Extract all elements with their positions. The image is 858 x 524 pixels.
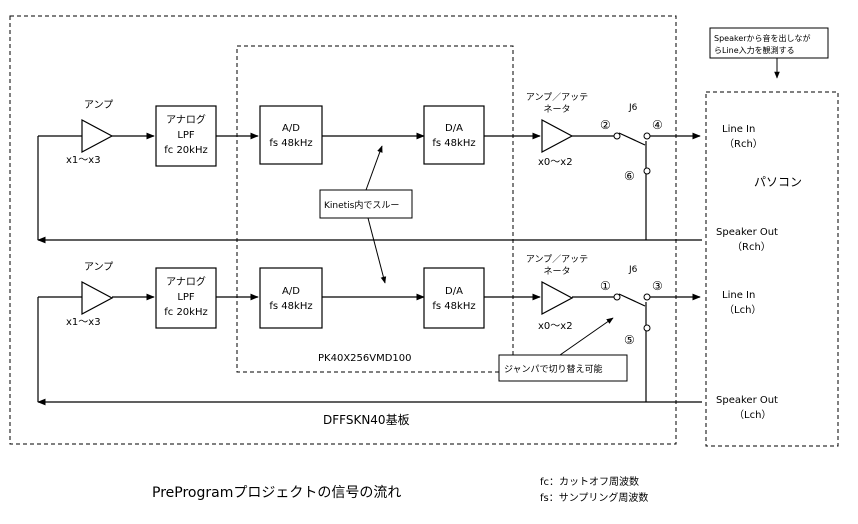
lch-jumper-pin-1 (613, 293, 621, 301)
speaker-callout-line1: Speakerから音を出しなが (714, 33, 811, 43)
rch-adc-line1: A/D (282, 123, 300, 134)
rch-speaker-out-line1: Speaker Out (716, 227, 778, 238)
speaker-callout-line2: らLine入力を観測する (714, 45, 795, 55)
board-label: DFFSKN40基板 (323, 413, 410, 427)
rch-att-gain: x0〜x2 (538, 157, 573, 168)
lch-att-line1: アンプ／アッテ (526, 254, 588, 265)
lch-jumper-pin-5 (643, 324, 651, 332)
rch-dac-line1: D/A (445, 123, 463, 134)
lch-att-line2: ネータ (543, 266, 570, 277)
lch-dac-box (423, 267, 485, 329)
lch-amp-icon (81, 281, 114, 315)
rch-jumper-pin-a-label: ② (600, 118, 611, 132)
rch-jumper-pin-4 (643, 132, 651, 140)
pc-label: パソコン (754, 175, 802, 189)
lch-line-in-line2: （Lch） (724, 304, 761, 316)
rch-att-line2: ネータ (543, 104, 570, 115)
lch-signal-lines (37, 293, 702, 406)
rch-lpf-line3: fc 20kHz (164, 145, 207, 156)
lch-adc-box (259, 267, 323, 329)
rch-jumper-pin-6 (643, 167, 651, 175)
lch-speaker-out-line2: （Lch） (734, 409, 771, 421)
kinetis-callout-box (319, 189, 413, 219)
rch-speaker-out-line2: （Rch） (732, 241, 771, 253)
lch-line-in-line1: Line In (722, 290, 755, 301)
rch-line-in-line1: Line In (722, 124, 755, 135)
lch-lpf-line3: fc 20kHz (164, 307, 207, 318)
rch-attenuator-icon (541, 119, 574, 153)
lch-speaker-out-line1: Speaker Out (716, 395, 778, 406)
pc-container (705, 91, 839, 447)
speaker-callout-box (709, 27, 829, 59)
rch-jumper-pin-2 (613, 132, 621, 140)
lch-jumper-name: J6 (628, 265, 638, 275)
lch-jumper-pin-b-label: ③ (652, 279, 663, 293)
jumper-callout-text: ジャンパで切り替え可能 (504, 363, 603, 375)
legend-fc: fc：カットオフ周波数 (540, 475, 639, 488)
rch-att-line1: アンプ／アッテ (526, 92, 588, 103)
rch-signal-lines (37, 132, 702, 244)
lch-jumper-pin-a-label: ① (600, 279, 611, 293)
rch-amp-icon (81, 119, 114, 153)
rch-line-in-line2: （Rch） (724, 138, 763, 150)
lch-lpf-line2: LPF (177, 292, 195, 303)
rch-dac-box (423, 105, 485, 165)
rch-adc-box (259, 105, 323, 165)
lch-adc-line2: fs 48kHz (269, 301, 312, 312)
lch-lpf-box (155, 267, 217, 329)
jumper-callout-box (498, 354, 628, 382)
kinetis-arrow-down (367, 217, 387, 284)
jumper-callout-arrow (559, 317, 614, 356)
lch-amp-label: アンプ (84, 261, 113, 273)
lch-amp-gain: x1〜x3 (66, 317, 101, 328)
board-container (9, 15, 677, 445)
kinetis-callout-text: Kinetis内でスルー (324, 199, 399, 211)
rch-jumper-pin-b-label: ④ (652, 118, 663, 132)
kinetis-arrow-up (365, 145, 383, 191)
lch-att-gain: x0〜x2 (538, 321, 573, 332)
rch-adc-line2: fs 48kHz (269, 138, 312, 149)
lch-lpf-line1: アナログ (166, 275, 206, 288)
rch-dac-line2: fs 48kHz (432, 138, 475, 149)
rch-lpf-box (155, 105, 217, 167)
rch-lpf-line2: LPF (177, 130, 195, 141)
lch-attenuator-icon (541, 281, 574, 315)
lch-dac-line2: fs 48kHz (432, 301, 475, 312)
legend-fs: fs：サンプリング周波数 (540, 491, 648, 504)
rch-jumper-pin-c-label: ⑥ (624, 169, 635, 183)
lch-dac-line1: D/A (445, 286, 463, 297)
lch-jumper-pin-3 (643, 293, 651, 301)
rch-amp-gain: x1〜x3 (66, 155, 101, 166)
rch-lpf-line1: アナログ (166, 113, 206, 126)
lch-adc-line1: A/D (282, 286, 300, 297)
diagram-title: PreProgramプロジェクトの信号の流れ (152, 485, 401, 501)
mcu-label: PK40X256VMD100 (318, 353, 412, 364)
lch-jumper-pin-c-label: ⑤ (624, 333, 635, 347)
rch-amp-label: アンプ (84, 99, 113, 111)
rch-jumper-name: J6 (628, 103, 638, 113)
